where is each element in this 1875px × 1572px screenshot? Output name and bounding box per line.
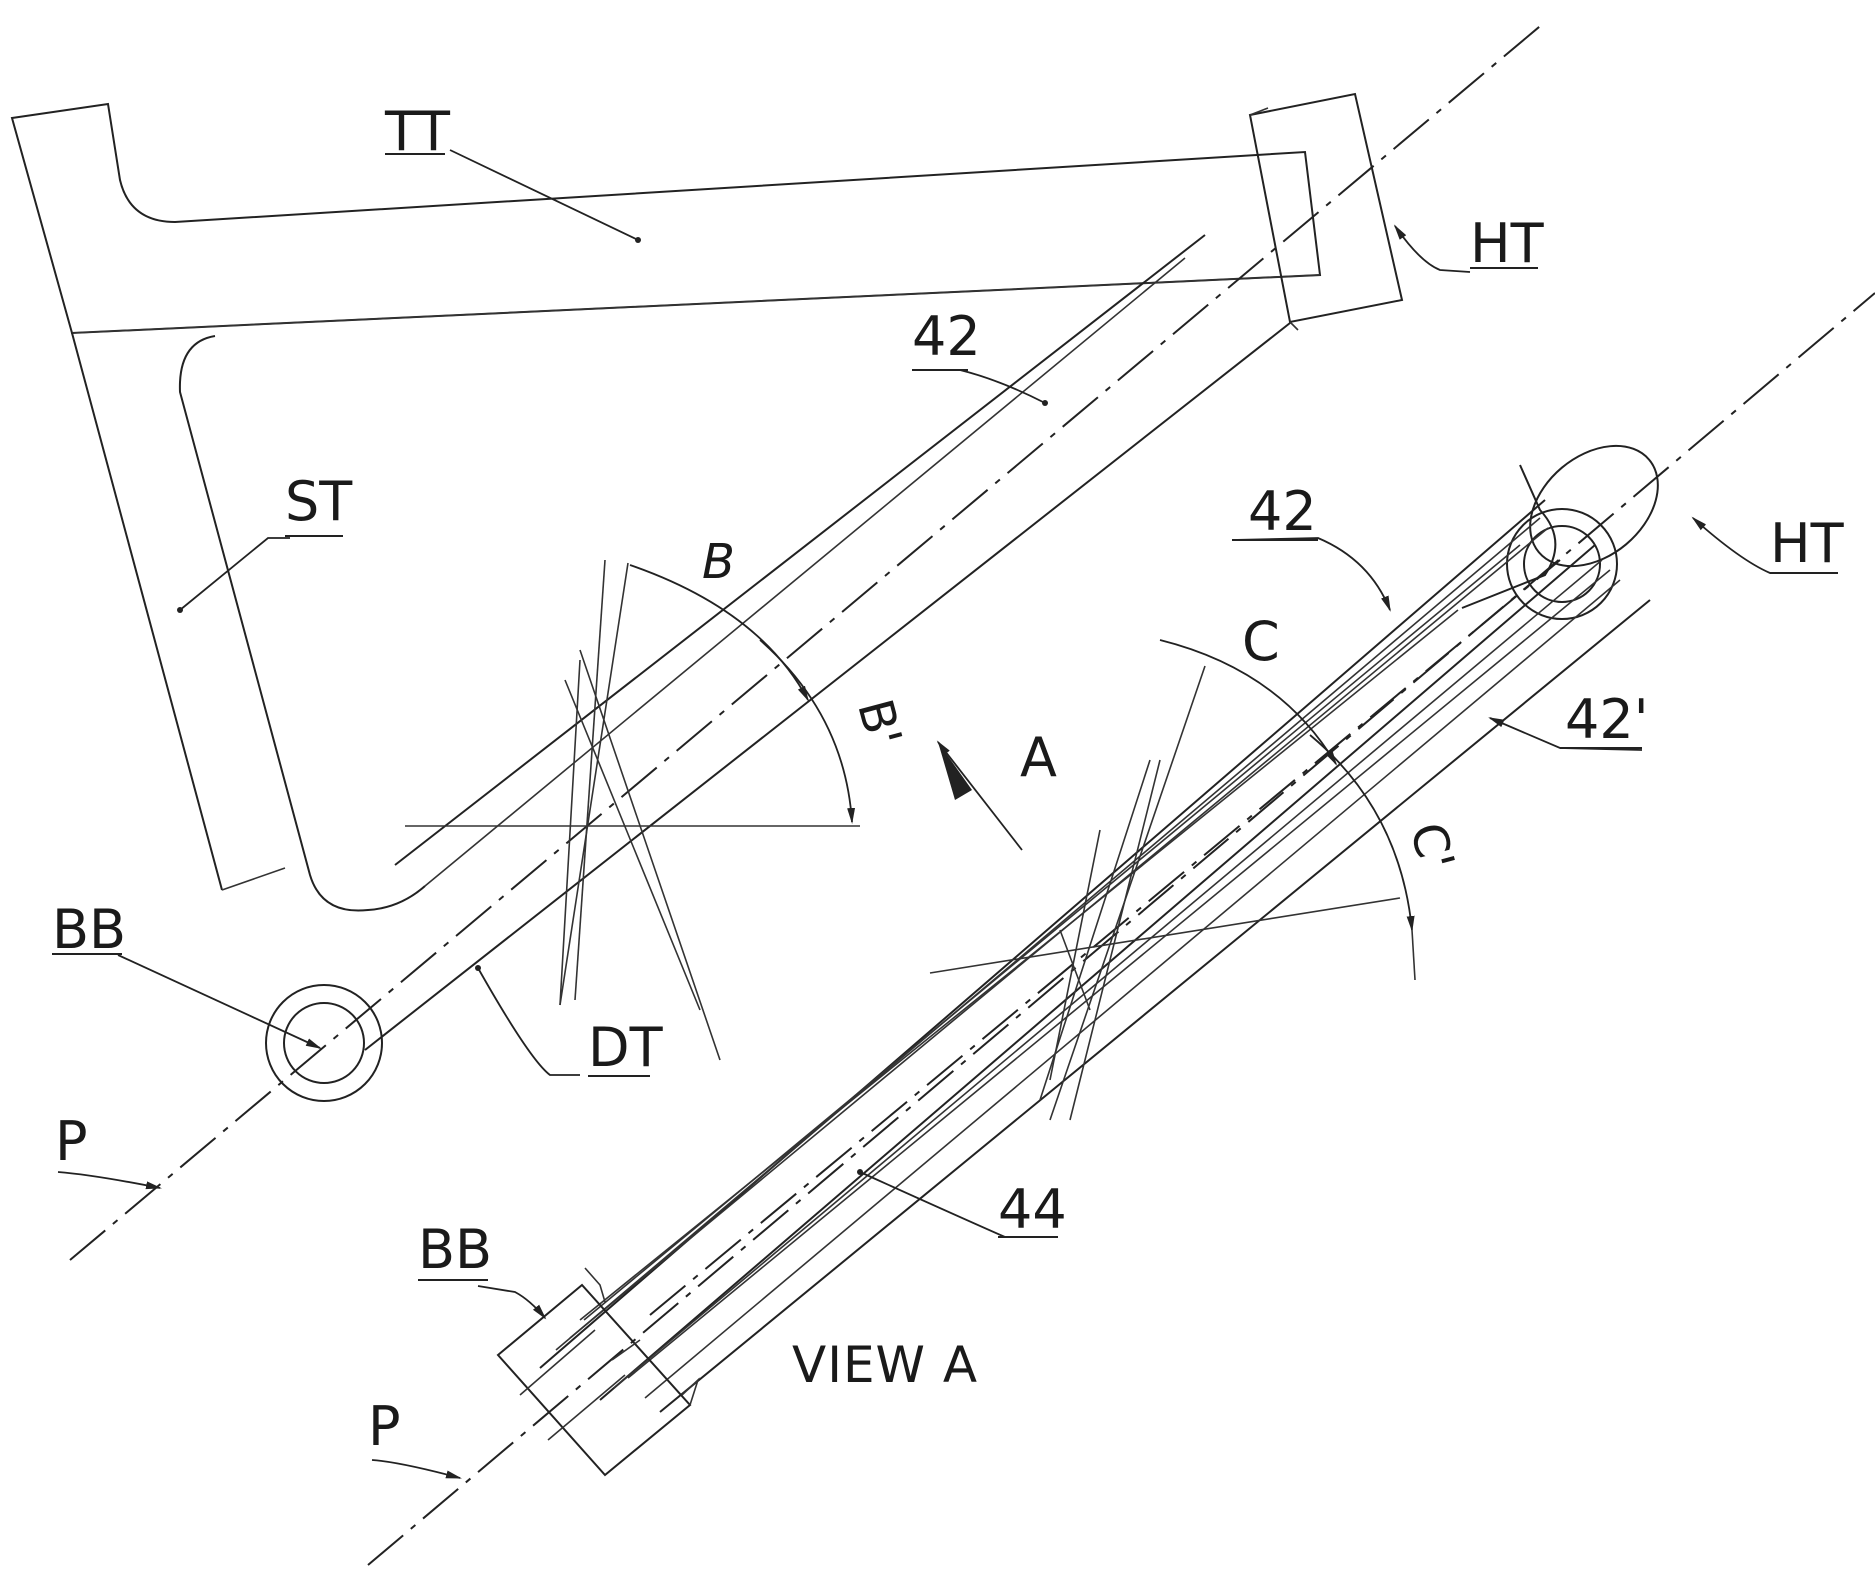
view-head-tube	[1462, 465, 1555, 608]
label-view-a: VIEW A	[792, 1336, 978, 1394]
leader-p-top	[58, 1172, 160, 1188]
label-p-top: P	[55, 1110, 88, 1173]
head-tube	[1250, 94, 1402, 322]
leader-bb-view	[478, 1286, 545, 1318]
label-bb-view: BB	[418, 1218, 492, 1281]
label-42-top: 42	[912, 305, 981, 368]
label-c-prime: C'	[1399, 817, 1465, 877]
label-ht-view: HT	[1770, 512, 1845, 575]
axis-p-upper	[70, 22, 1545, 1260]
leader-42-view	[1232, 538, 1390, 610]
label-42-prime: 42'	[1565, 688, 1649, 751]
labels: TT HT 42 ST B B' A BB DT P 42 HT C 42' C…	[52, 100, 1845, 1458]
view-bottom-bracket	[498, 1285, 690, 1475]
label-b-prime: B'	[846, 694, 912, 753]
head-tube-inner	[1250, 108, 1298, 330]
label-p-view: P	[368, 1395, 401, 1458]
seat-tube	[72, 333, 222, 890]
view-arrow-a	[938, 742, 1022, 850]
angle-c-prime-arc	[1310, 735, 1412, 930]
label-a: A	[1020, 726, 1057, 789]
label-ht-top: HT	[1470, 212, 1545, 275]
label-42-view: 42	[1248, 480, 1317, 543]
label-c: C	[1242, 610, 1280, 673]
frame-side-view	[12, 22, 1545, 1260]
label-st: ST	[285, 470, 353, 533]
label-dt: DT	[588, 1016, 664, 1079]
bottom-bracket-inner	[284, 1003, 364, 1083]
leader-bb-top	[118, 955, 320, 1048]
seat-tube-inner-edge	[180, 336, 425, 911]
leader-dt	[478, 968, 580, 1075]
angle-b-prime-arc	[760, 640, 852, 822]
label-44: 44	[998, 1178, 1067, 1241]
down-tube	[395, 235, 1205, 865]
leader-ht-top	[1395, 226, 1470, 272]
view-a	[368, 293, 1875, 1565]
leader-p-view	[372, 1460, 460, 1478]
top-tube-bottom-edge	[72, 275, 1320, 333]
label-bb-top: BB	[52, 898, 126, 961]
label-b: B	[702, 534, 735, 590]
axis-p-view	[368, 293, 1875, 1565]
